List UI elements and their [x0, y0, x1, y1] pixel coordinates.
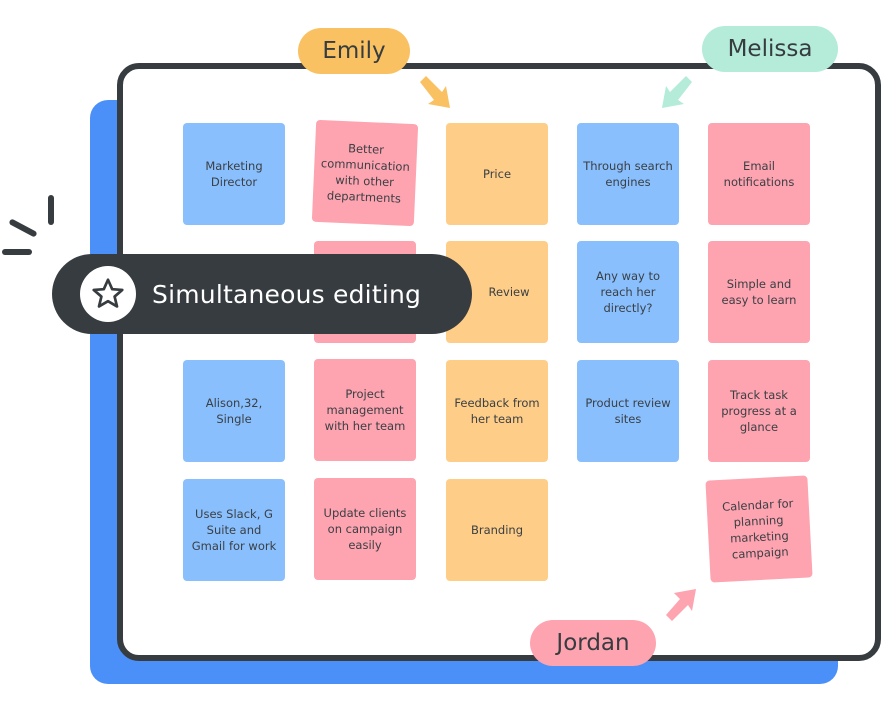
sticky-note[interactable]: Any way to reach her directly?	[577, 241, 679, 343]
collaborator-tag-melissa: Melissa	[702, 26, 838, 72]
note-text: Project management with her team	[324, 387, 406, 433]
note-text: Through search engines	[583, 159, 673, 189]
sticky-note[interactable]: Marketing Director	[183, 123, 285, 225]
spark-line	[48, 195, 54, 225]
note-text: Product review sites	[585, 396, 671, 426]
star-icon	[92, 278, 124, 308]
sticky-note[interactable]: Uses Slack, G Suite and Gmail for work	[183, 479, 285, 581]
note-text: Marketing Director	[205, 159, 263, 189]
emily-cursor-arrow-icon	[420, 76, 450, 108]
feature-label: Simultaneous editing	[152, 279, 422, 309]
sticky-note[interactable]: Price	[446, 123, 548, 225]
note-text: Better communication with other departme…	[320, 141, 411, 206]
sticky-note[interactable]: Review	[446, 241, 548, 343]
note-text: Track task progress at a glance	[721, 388, 797, 434]
note-text: Alison,32, Single	[205, 396, 263, 426]
star-badge-circle	[80, 266, 136, 322]
note-text: Email notifications	[723, 159, 795, 189]
spark-line	[2, 249, 32, 255]
jordan-cursor-arrow-icon	[666, 589, 696, 621]
note-text: Branding	[470, 523, 524, 537]
note-text: Review	[488, 285, 530, 299]
note-text: Uses Slack, G Suite and Gmail for work	[191, 507, 277, 553]
collaborator-tag-emily: Emily	[298, 28, 410, 74]
note-text: Simple and easy to learn	[721, 277, 797, 307]
sticky-note[interactable]: Email notifications	[708, 123, 810, 225]
sticky-note[interactable]: Calendar for planning marketing campaign	[705, 475, 813, 583]
collaborator-name: Jordan	[556, 630, 630, 656]
collaborator-name: Melissa	[727, 36, 813, 62]
melissa-cursor-arrow-icon	[662, 76, 692, 108]
note-text: Update clients on campaign easily	[323, 506, 407, 552]
sticky-note[interactable]: Track task progress at a glance	[708, 360, 810, 462]
feature-badge: Simultaneous editing	[52, 254, 472, 334]
note-text: Price	[482, 167, 512, 181]
sticky-note[interactable]: Better communication with other departme…	[311, 119, 419, 227]
note-text: Any way to reach her directly?	[595, 269, 661, 315]
sticky-note[interactable]: Project management with her team	[314, 359, 416, 461]
sticky-note[interactable]: Through search engines	[577, 123, 679, 225]
collaborator-name: Emily	[322, 38, 386, 64]
sticky-note[interactable]: Product review sites	[577, 360, 679, 462]
collaborator-tag-jordan: Jordan	[530, 620, 656, 666]
sticky-note[interactable]: Simple and easy to learn	[708, 241, 810, 343]
note-text: Calendar for planning marketing campaign	[721, 496, 794, 562]
sticky-note[interactable]: Alison,32, Single	[183, 360, 285, 462]
sticky-note[interactable]: Feedback from her team	[446, 360, 548, 462]
note-text: Feedback from her team	[454, 396, 540, 426]
spark-line	[8, 218, 38, 238]
sticky-note[interactable]: Update clients on campaign easily	[314, 478, 416, 580]
sticky-note[interactable]: Branding	[446, 479, 548, 581]
